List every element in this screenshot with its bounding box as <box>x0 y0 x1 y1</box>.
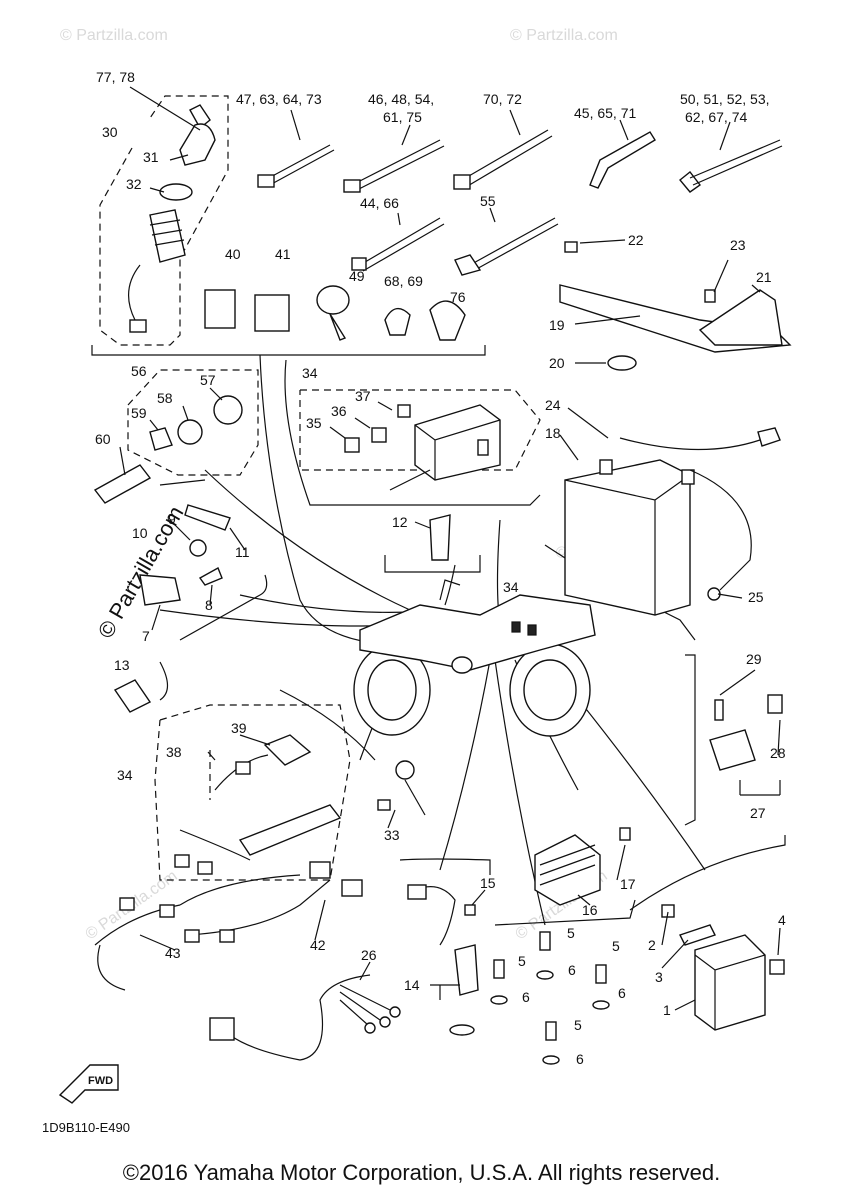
starter-relay-27 <box>709 694 783 771</box>
copyright-notice: ©2016 Yamaha Motor Corporation, U.S.A. A… <box>122 1160 721 1185</box>
callout-label: 5 <box>518 953 526 969</box>
callout-label: 6 <box>576 1051 584 1067</box>
callout-label: 61, 75 <box>383 109 422 125</box>
connectors-40-41 <box>204 289 290 332</box>
callout-labels: 77, 78 30 31 32 47, 63, 64, 73 46, 48, 5… <box>95 69 786 1067</box>
callout-label: 25 <box>748 589 764 605</box>
callout-label: 59 <box>131 405 147 421</box>
callout-label: 6 <box>522 989 530 1005</box>
callout-label: 68, 69 <box>384 273 423 289</box>
callout-label: 46, 48, 54, <box>368 91 434 107</box>
callout-label: 19 <box>549 317 565 333</box>
callout-label: 34 <box>302 365 318 381</box>
callout-label: 34 <box>503 579 519 595</box>
diagram-reference-code: 1D9B110-E490 <box>42 1120 130 1135</box>
relay-box-34 <box>344 404 501 491</box>
callout-label: 50, 51, 52, 53, <box>680 91 770 107</box>
callout-label: 5 <box>612 938 620 954</box>
callout-label: 76 <box>450 289 466 305</box>
callout-label: 21 <box>756 269 772 285</box>
callout-label: 28 <box>770 745 786 761</box>
group-outlines <box>99 95 541 881</box>
callout-label: 22 <box>628 232 644 248</box>
callout-label: 35 <box>306 415 322 431</box>
harness-26 <box>209 974 401 1061</box>
callout-label: 47, 63, 64, 73 <box>236 91 322 107</box>
fwd-label: FWD <box>88 1075 113 1087</box>
callout-label: 3 <box>655 969 663 985</box>
callout-label: 41 <box>275 246 291 262</box>
callout-label: 37 <box>355 388 371 404</box>
callout-label: 26 <box>361 947 377 963</box>
callout-label: 11 <box>235 544 250 560</box>
callout-label: 55 <box>480 193 496 209</box>
clamps-49-68-76 <box>316 285 466 341</box>
callout-label: 77, 78 <box>96 69 135 85</box>
callout-label: 14 <box>404 977 420 993</box>
callout-label: 49 <box>349 268 365 284</box>
callout-label: 18 <box>545 425 561 441</box>
socket-assembly-56 <box>93 395 243 504</box>
callout-label: 17 <box>620 876 636 892</box>
callout-label: 24 <box>545 397 561 413</box>
callout-label: 44, 66 <box>360 195 399 211</box>
fwd-arrow: FWD <box>58 1064 119 1104</box>
wire-harness-42-43 <box>97 861 363 991</box>
callout-label: 34 <box>117 767 133 783</box>
callout-label: 7 <box>142 628 150 644</box>
callout-label: 43 <box>165 945 181 961</box>
callout-label: 62, 67, 74 <box>685 109 747 125</box>
ecu-1 <box>661 904 785 1031</box>
callout-label: 36 <box>331 403 347 419</box>
callout-label: 12 <box>392 514 408 530</box>
callout-label: 20 <box>549 355 565 371</box>
switch-33 <box>377 760 426 816</box>
callout-label: 15 <box>480 875 496 891</box>
callout-label: 1 <box>663 1002 671 1018</box>
callout-label: 58 <box>157 390 173 406</box>
label-pointers <box>119 86 781 1011</box>
watermark-text: © Partzilla.com <box>510 27 618 44</box>
callout-label: 42 <box>310 937 326 953</box>
callout-label: 40 <box>225 246 241 262</box>
callout-label: 4 <box>778 912 786 928</box>
atv-outline <box>353 579 596 737</box>
callout-label: 30 <box>102 124 118 140</box>
callout-label: 27 <box>750 805 766 821</box>
rectifier-16 <box>534 827 631 906</box>
callout-label: 5 <box>574 1017 582 1033</box>
battery-18 <box>564 427 781 616</box>
callout-label: 6 <box>568 962 576 978</box>
harness-parts-7-12 <box>139 504 451 606</box>
callout-label: 6 <box>618 985 626 1001</box>
callout-label: 10 <box>132 525 148 541</box>
callout-label: 38 <box>166 744 182 760</box>
callout-label: 33 <box>384 827 400 843</box>
callout-label: 2 <box>648 937 656 953</box>
callout-label: 32 <box>126 176 142 192</box>
callout-label: 29 <box>746 651 762 667</box>
main-switch-assembly <box>128 104 216 333</box>
callout-label: 13 <box>114 657 130 673</box>
harness-38-39 <box>174 734 342 875</box>
callout-label: 60 <box>95 431 111 447</box>
callout-label: 39 <box>231 720 247 736</box>
watermark-text: © Partzilla.com <box>60 27 168 44</box>
sensor-13 <box>113 679 152 713</box>
callout-label: 5 <box>567 925 575 941</box>
callout-label: 56 <box>131 363 147 379</box>
callout-label: 45, 65, 71 <box>574 105 636 121</box>
callout-label: 70, 72 <box>483 91 522 107</box>
callout-label: 57 <box>200 372 216 388</box>
callout-label: 16 <box>582 902 598 918</box>
callout-label: 31 <box>143 149 159 165</box>
callout-label: 23 <box>730 237 746 253</box>
cable-ties <box>257 129 783 276</box>
callout-label: 8 <box>205 597 213 613</box>
bolts-5-washers-6 <box>490 931 610 1065</box>
speed-sensor-14 <box>407 884 479 1036</box>
battery-bracket-19-21 <box>559 241 792 371</box>
callout-label: 9 <box>168 511 176 527</box>
